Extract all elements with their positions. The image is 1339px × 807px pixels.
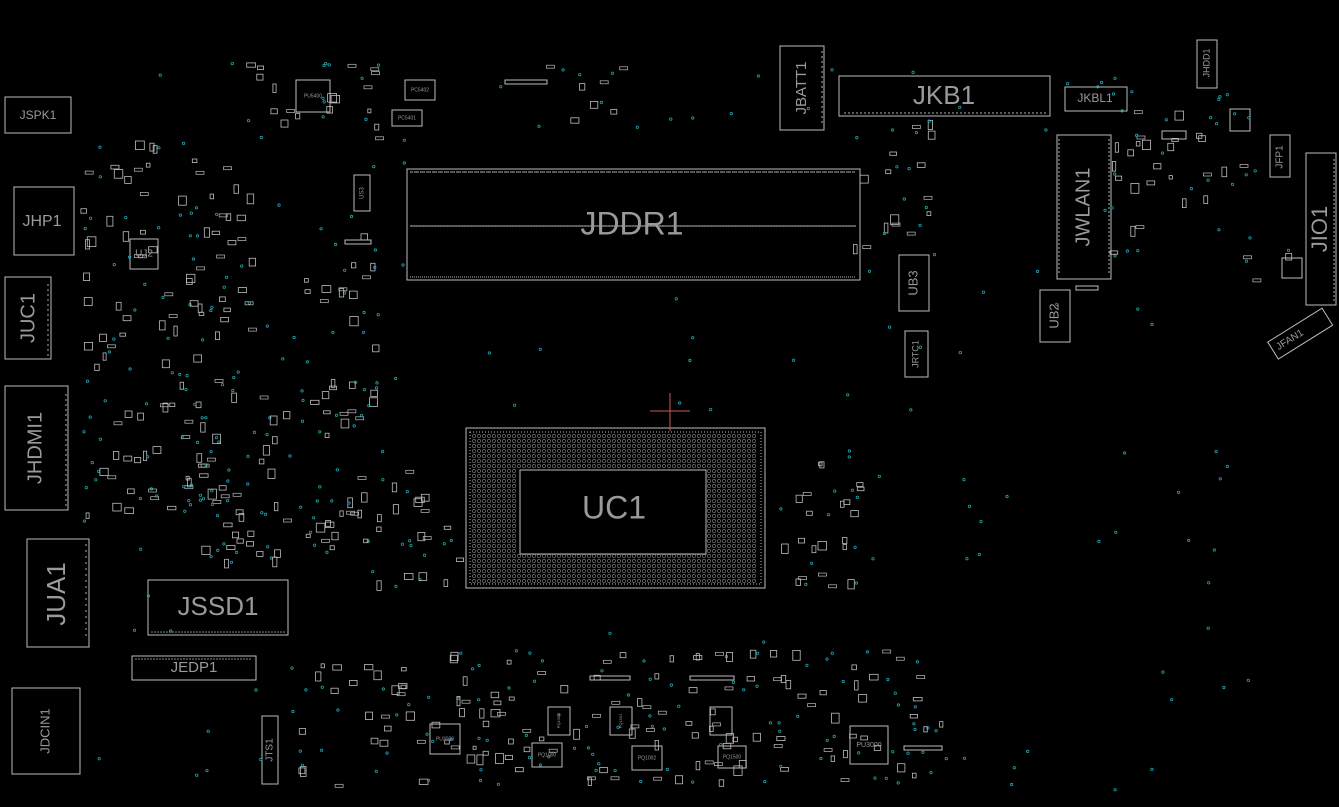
jddr1-label: JDDR1 xyxy=(580,205,683,241)
pu3000-label: PU3000 xyxy=(856,742,881,749)
jwlan1-label: JWLAN1 xyxy=(1072,168,1094,247)
jhdd1-outline xyxy=(1196,39,1218,89)
jhp1-label: JHP1 xyxy=(22,213,61,230)
pu5400-outline xyxy=(295,79,331,113)
pc5401-label: PC5401 xyxy=(398,115,416,121)
jkbl1-label: JKBL1 xyxy=(1077,91,1113,105)
jhp1-outline xyxy=(13,186,75,256)
jio1-label: JIO1 xyxy=(1307,206,1332,252)
jbatt1-label: JBATT1 xyxy=(793,61,810,114)
ju2-label: UJ2 xyxy=(135,249,153,260)
pq1000-outline xyxy=(531,742,563,768)
jhdd1-label: JHDD1 xyxy=(1201,48,1211,77)
pq1501-outline xyxy=(609,706,633,736)
jhdmi1-label: JHDMI1 xyxy=(24,412,46,484)
pu3000b-label: PU3000 xyxy=(436,736,454,742)
pu3000b-outline xyxy=(429,723,461,755)
jddr1-outline xyxy=(406,168,861,281)
jedp1-outline xyxy=(131,655,257,681)
jua1-outline xyxy=(26,538,90,648)
jhdmi1-outline xyxy=(4,385,69,511)
ub3-label: UB3 xyxy=(905,270,920,295)
pc5402-label: PC5402 xyxy=(411,87,429,93)
jkbl1-outline xyxy=(1064,86,1128,112)
us3-label: US3 xyxy=(360,187,366,199)
jssd1-label: JSSD1 xyxy=(178,591,259,621)
pq1002-outline xyxy=(631,745,663,771)
pq1500-outline xyxy=(717,745,747,769)
jedp1-label: JEDP1 xyxy=(171,659,218,676)
ju2-outline xyxy=(129,238,159,270)
jfp1-outline xyxy=(1269,134,1291,178)
jspk1-label: JSPK1 xyxy=(20,108,57,122)
uc1-label: UC1 xyxy=(582,489,646,525)
ub3-outline xyxy=(898,254,930,312)
jfan1-label: JFAN1 xyxy=(1274,327,1306,352)
pq1001-label: PQ1001 xyxy=(556,713,561,728)
jrtc1-outline xyxy=(904,330,929,378)
jts1-label: JTS1 xyxy=(265,738,276,762)
jbatt1-outline xyxy=(779,45,825,131)
jts1-outline xyxy=(261,715,279,785)
us3-outline xyxy=(353,174,371,212)
jfan1-outline xyxy=(1267,307,1334,360)
jrtc1-label: JRTC1 xyxy=(910,340,920,368)
jkb1-label: JKB1 xyxy=(913,80,975,110)
ub2-outline xyxy=(1039,289,1071,343)
pq1001-outline xyxy=(547,706,571,736)
ub2-label: UB2 xyxy=(1046,303,1061,328)
jkb1-outline xyxy=(838,75,1051,117)
uc1-outline xyxy=(465,427,766,589)
pq1501-label: PQ1501 xyxy=(618,713,623,728)
jspk1-outline xyxy=(4,96,72,134)
juc1-outline xyxy=(4,276,52,360)
jio1-outline xyxy=(1305,152,1337,306)
jua1-label: JUA1 xyxy=(41,562,71,626)
pu3000-outline xyxy=(849,725,889,765)
pq1002-label: PQ1002 xyxy=(638,755,657,761)
pc5401-outline xyxy=(391,109,423,127)
jdcin1-label: JDCIN1 xyxy=(37,708,52,754)
jfp1-label: JFP1 xyxy=(1275,145,1286,169)
juc1-label: JUC1 xyxy=(17,293,39,343)
pu5400-label: PU5400 xyxy=(304,93,322,99)
pc5402-outline xyxy=(404,79,436,101)
pq1500-label: PQ1500 xyxy=(723,754,742,760)
pq1000-label: PQ1000 xyxy=(538,752,557,758)
jdcin1-outline xyxy=(11,687,81,775)
jssd1-outline xyxy=(147,579,289,636)
